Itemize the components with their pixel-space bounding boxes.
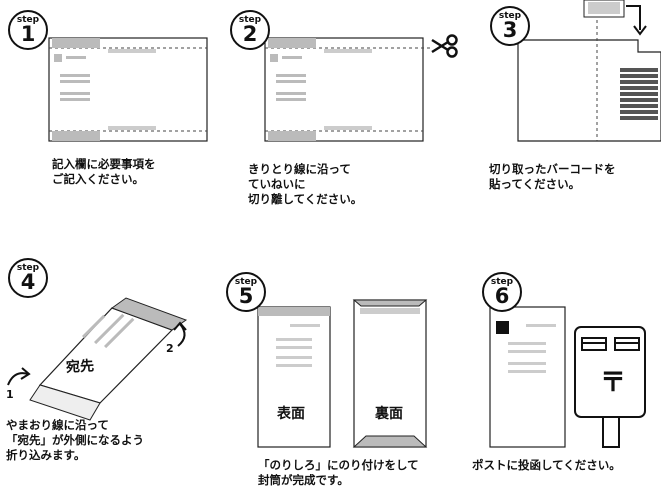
step-2-form-illustration	[264, 37, 430, 142]
arrow-label-1: 1	[6, 388, 14, 401]
postbox-icon	[574, 326, 646, 448]
step-word: step	[234, 277, 258, 287]
step-5-envelopes-illustration	[257, 299, 428, 448]
down-arrow-icon	[633, 25, 647, 36]
step-1-panel: step 1 記入欄に必要事項を ご記入ください。	[0, 0, 215, 220]
step-caption: やまおり線に沿って 「宛先」が外側になるよう 折り込みます。	[6, 418, 144, 462]
back-label: 裏面	[375, 406, 403, 422]
step-caption: ポストに投函してください。	[472, 458, 621, 472]
step-caption: 「のりしろ」にのり付けをして 封筒が完成です。	[258, 458, 419, 487]
step-word: step	[16, 263, 40, 273]
step-4-folding-illustration	[7, 297, 188, 421]
step-caption: 記入欄に必要事項を ご記入ください。	[52, 157, 156, 186]
step-caption: きりとり線に沿って ていねいに 切り離してください。	[248, 162, 363, 206]
step-6-mailing-illustration	[489, 306, 646, 448]
step-word: step	[498, 11, 522, 21]
step-caption: 切り取ったバーコードを 貼ってください。	[489, 162, 616, 191]
step-3-panel: step 3 切り取ったバーコードを 貼ってください。	[460, 0, 661, 220]
step-5-panel: 表面 裏面 step 5 「のりしろ」にのり付けをして 封筒が完成です。	[220, 250, 450, 489]
step-badge: step 3	[490, 6, 530, 46]
step-number: 4	[20, 270, 36, 294]
step-word: step	[238, 15, 262, 25]
step-6-panel: 〒 step 6 ポストに投函してください。	[460, 250, 661, 489]
step-badge: step 6	[482, 272, 522, 312]
step-badge: step 4	[8, 258, 48, 298]
step-word: step	[16, 15, 40, 25]
step-2-panel: step 2 きりとり線に沿って ていねいに 切り離してください。	[220, 0, 458, 220]
curved-arrow-icon	[7, 372, 29, 386]
envelope-address-label: 宛先	[65, 358, 95, 376]
scissors-icon	[431, 34, 458, 58]
step-4-panel: 宛先 1 2 step 4 やまおり線に沿って 「宛先」が外側になるよう 折り込…	[0, 250, 220, 489]
step-number: 2	[242, 22, 258, 46]
step-badge: step 2	[230, 10, 270, 50]
step-number: 5	[238, 284, 254, 308]
step-number: 3	[502, 18, 518, 42]
step-number: 6	[494, 284, 510, 308]
front-label: 表面	[277, 406, 305, 422]
postal-mark: 〒	[600, 368, 627, 398]
arrow-label-2: 2	[166, 342, 174, 355]
step-word: step	[490, 277, 514, 287]
step-badge: step 5	[226, 272, 266, 312]
barcode-icon	[583, 0, 625, 18]
step-badge: step 1	[8, 10, 48, 50]
step-number: 1	[20, 22, 36, 46]
step-1-form-illustration	[48, 37, 208, 142]
step-3-form-illustration	[517, 0, 661, 142]
